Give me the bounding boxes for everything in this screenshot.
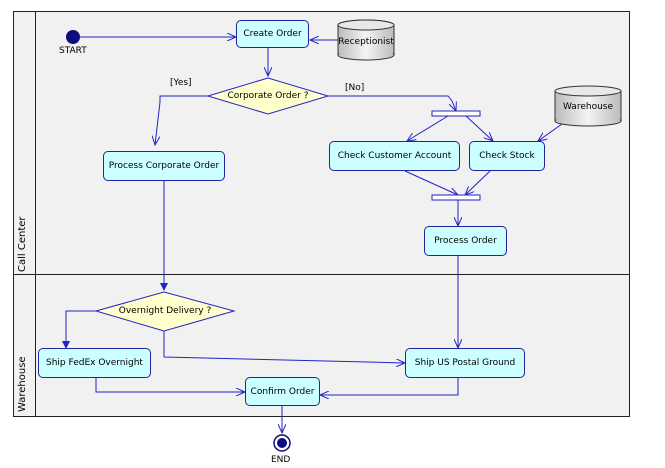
activity-ship-us-postal-ground[interactable]: Ship US Postal Ground	[405, 348, 525, 378]
activity-ship-fedex-overnight[interactable]: Ship FedEx Overnight	[38, 348, 151, 378]
activity-process-order[interactable]: Process Order	[424, 226, 507, 256]
activity-confirm-order[interactable]: Confirm Order	[245, 377, 320, 406]
activity-check-stock[interactable]: Check Stock	[469, 141, 545, 171]
decision-corporate[interactable]: Corporate Order ?	[227, 91, 309, 101]
lane-header-warehouse	[13, 274, 36, 417]
flow-warehouse-stock	[538, 123, 563, 141]
flow-overnight-shipus	[163, 331, 405, 363]
decision-overnight-shape	[94, 291, 236, 332]
flow-yes	[155, 95, 208, 145]
flow-fork-customer	[407, 115, 449, 141]
flow-stock-join	[465, 170, 491, 195]
guard-no: [No]	[345, 83, 365, 93]
decision-corporate-shape	[206, 77, 330, 115]
object-receptionist[interactable]: Receptionist	[338, 37, 394, 47]
flow-customer-join	[404, 170, 458, 195]
start-label: START	[59, 46, 87, 56]
fork-bar	[431, 110, 481, 117]
end-label: END	[271, 455, 291, 465]
flow-fork-stock	[465, 115, 493, 141]
warehouse-store-shape	[554, 85, 622, 127]
guard-yes: [Yes]	[170, 78, 192, 88]
activity-check-customer-account[interactable]: Check Customer Account	[329, 141, 460, 171]
decision-overnight[interactable]: Overnight Delivery ?	[118, 306, 212, 316]
end-node-inner	[277, 438, 287, 448]
activity-create-order[interactable]: Create Order	[236, 20, 309, 48]
join-bar	[431, 194, 481, 201]
activity-process-corporate-order[interactable]: Process Corporate Order	[103, 151, 225, 181]
flow-fedex-confirm	[95, 378, 245, 392]
lane-warehouse-area	[34, 274, 630, 417]
object-warehouse[interactable]: Warehouse	[562, 102, 614, 112]
flow-no	[328, 95, 456, 111]
start-node	[66, 30, 80, 44]
flow-overnight-fedex	[62, 310, 96, 349]
flow-shipus-confirm	[320, 378, 459, 395]
receptionist-store-shape	[337, 19, 395, 61]
